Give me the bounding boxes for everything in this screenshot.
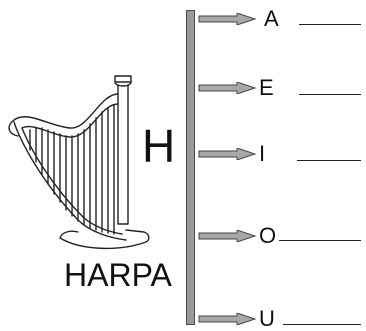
arrow-right-icon bbox=[198, 13, 257, 25]
vowel-letter: O bbox=[259, 223, 277, 248]
vowel-row-i: I bbox=[197, 142, 366, 166]
vowel-letter: U bbox=[259, 306, 275, 331]
arrow-right-icon bbox=[198, 148, 257, 160]
answer-line[interactable] bbox=[299, 24, 361, 25]
vowel-row-u: U bbox=[197, 307, 366, 331]
arrow-right-icon bbox=[198, 313, 257, 325]
answer-line[interactable] bbox=[299, 94, 361, 95]
arrow-right-icon bbox=[198, 230, 257, 242]
harp-word: HARPA bbox=[64, 257, 172, 293]
vertical-bar bbox=[186, 10, 195, 325]
answer-line[interactable] bbox=[279, 240, 361, 241]
vowel-letter: E bbox=[259, 75, 274, 100]
vowel-row-e: E bbox=[197, 76, 366, 100]
vowel-row-a: A bbox=[197, 7, 366, 31]
harp-icon bbox=[8, 75, 150, 250]
initial-letter: H bbox=[142, 120, 176, 172]
answer-line[interactable] bbox=[283, 324, 361, 325]
vowel-row-o: O bbox=[197, 224, 366, 248]
arrow-right-icon bbox=[198, 82, 257, 94]
vowel-letter: A bbox=[264, 6, 279, 31]
answer-line[interactable] bbox=[297, 160, 361, 161]
vowel-letter: I bbox=[259, 141, 266, 166]
